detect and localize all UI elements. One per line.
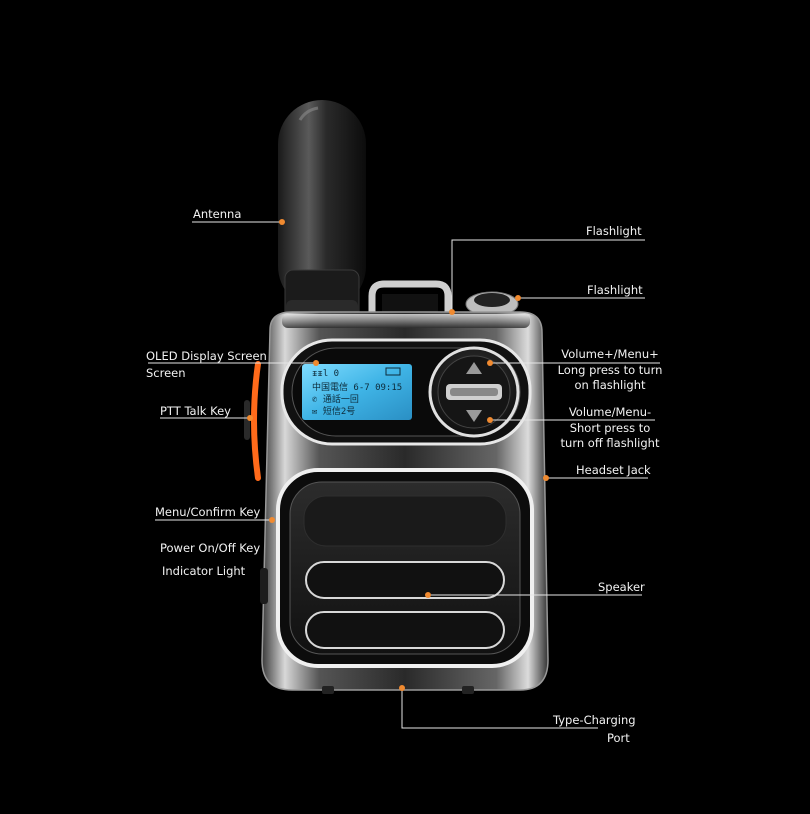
- label-typec-line1: Type-Charging: [553, 713, 636, 728]
- label-antenna: Antenna: [193, 207, 241, 222]
- label-oled-line1: OLED Display Screen: [146, 349, 267, 364]
- label-power-key: Power On/Off Key: [160, 541, 260, 556]
- label-typec-line2: Port: [607, 731, 630, 746]
- label-flashlight-top: Flashlight: [586, 224, 642, 239]
- indicator-side: [260, 568, 268, 604]
- speaker-grill: [278, 470, 532, 666]
- label-volume-up-line2: Long press to turn: [548, 363, 672, 378]
- label-flashlight-lens: Flashlight: [587, 283, 643, 298]
- ptt-accent: [254, 364, 258, 478]
- antenna-part: [278, 100, 366, 322]
- lcd-line-1: ᵻᵻl 0: [312, 369, 339, 379]
- label-headset-jack: Headset Jack: [576, 463, 651, 478]
- label-indicator-light: Indicator Light: [162, 564, 245, 579]
- label-volume-down-line2: Short press to: [548, 421, 672, 436]
- label-speaker: Speaker: [598, 580, 645, 595]
- label-ptt-talk-key: PTT Talk Key: [160, 404, 231, 419]
- label-menu-confirm-key: Menu/Confirm Key: [155, 505, 260, 520]
- volume-knob[interactable]: [430, 348, 518, 436]
- label-volume-down-line3: turn off flashlight: [548, 436, 672, 451]
- lcd-line-4: ✉ 短信2号: [312, 405, 355, 417]
- label-volume-up-line1: Volume+/Menu+: [548, 347, 672, 362]
- label-volume-down-line1: Volume/Menu-: [548, 405, 672, 420]
- label-volume-up-line3: on flashlight: [548, 378, 672, 393]
- lcd-line-2: 中国電信 6-7 09:15: [312, 381, 402, 393]
- lcd-line-3: ✆ 通話一回: [312, 393, 359, 405]
- label-oled-line2: Screen: [146, 366, 186, 381]
